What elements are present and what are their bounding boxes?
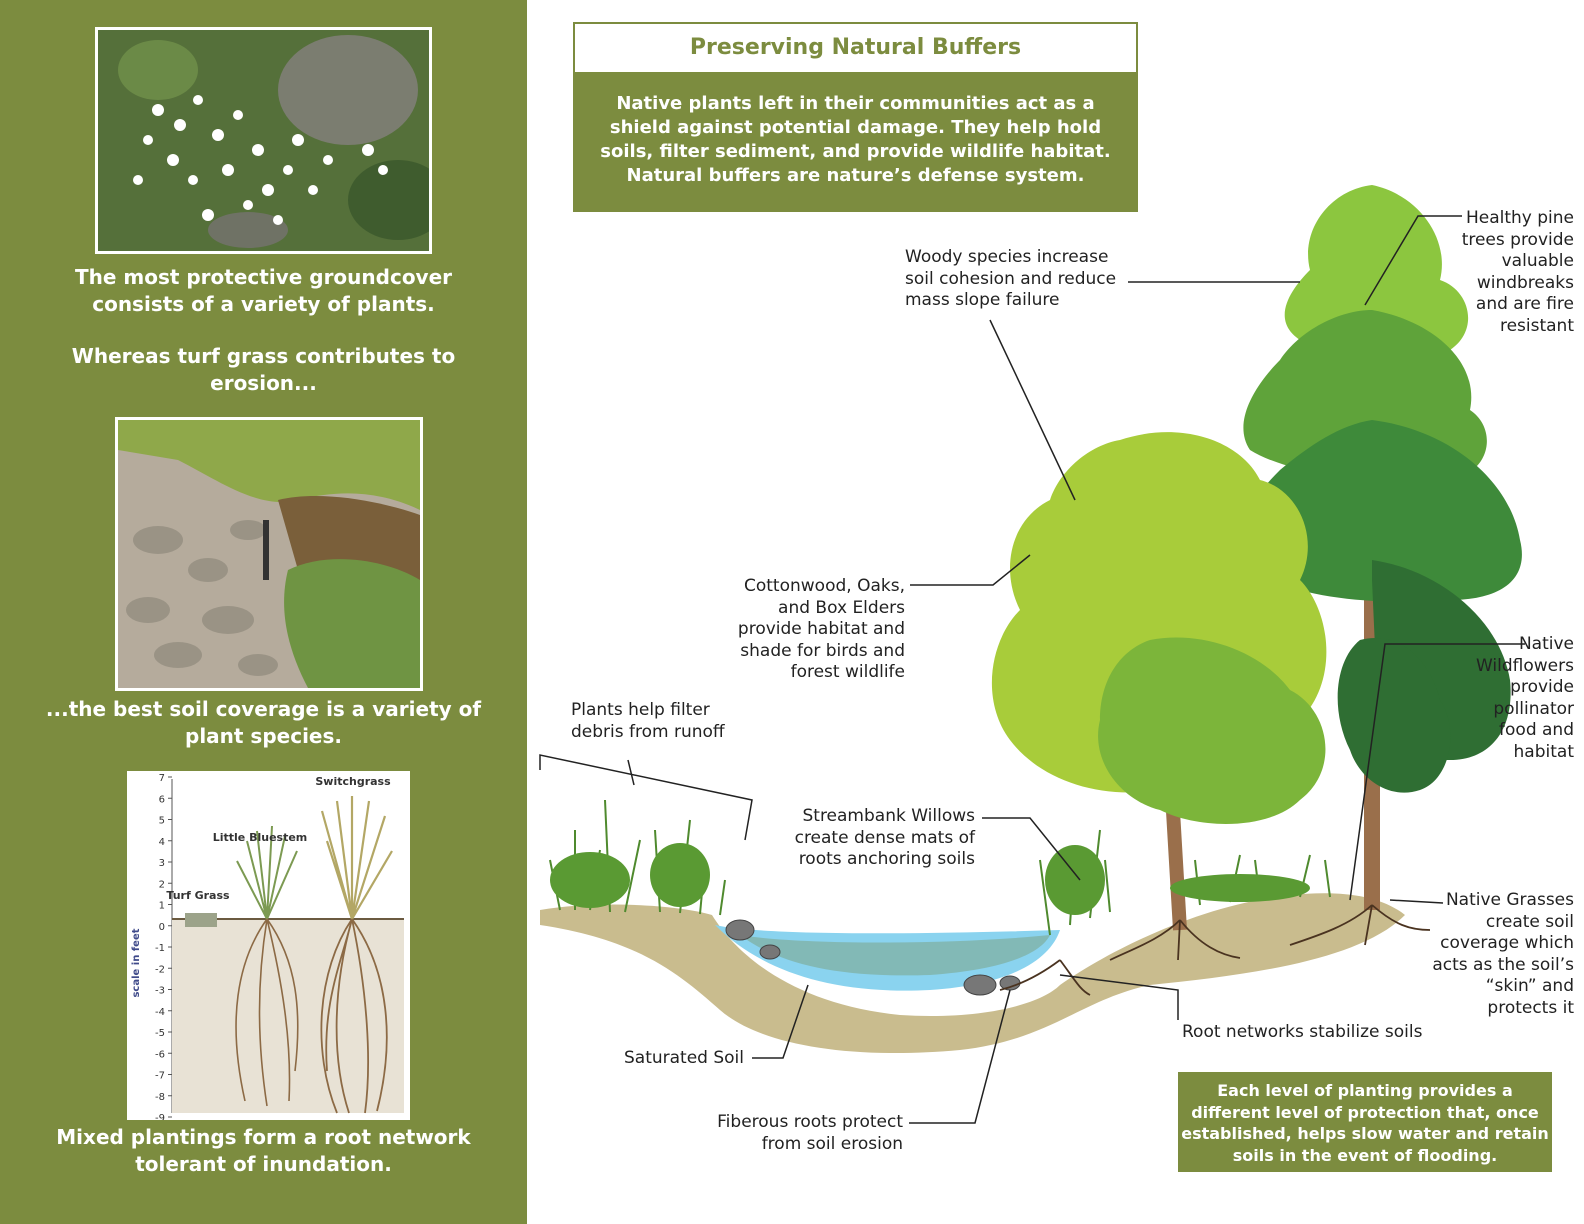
flowers-illustration	[98, 30, 429, 251]
turf-grass-label: Turf Grass	[166, 889, 230, 902]
label-streambank-willows: Streambank Willows create dense mats of …	[794, 806, 975, 869]
wildflower-shrub	[1337, 638, 1451, 793]
label-native-grasses: Native Grasses create soil coverage whic…	[1432, 890, 1574, 1018]
label-cottonwood: Cottonwood, Oaks, and Box Elders provide…	[737, 576, 905, 682]
page-title: Preserving Natural Buffers	[689, 35, 1022, 60]
switchgrass-label: Switchgrass	[315, 775, 391, 788]
leader-lines	[539, 215, 1525, 1124]
root-chart-tick-label: 3	[159, 858, 165, 869]
root-chart-tick-label: -5	[155, 1028, 165, 1039]
cottonwood-tree	[991, 432, 1327, 931]
root-chart-axis-label: scale in feet	[131, 928, 142, 997]
label-saturated-soil: Saturated Soil	[623, 1048, 744, 1068]
intro-text: Native plants left in their communities …	[575, 72, 1136, 210]
root-chart-tick-label: -9	[155, 1113, 165, 1120]
label-pine-trees: Healthy pine trees provide valuable wind…	[1461, 208, 1574, 336]
root-network	[999, 904, 1431, 996]
sidebar-panel: The most protective groundcover consists…	[0, 0, 527, 1224]
caption-soil-coverage: ...the best soil coverage is a variety o…	[45, 697, 482, 748]
root-depth-svg: 7 6 5 4 3 2 1 0 -1 -2 -3 -4 -5 -6 -7 -8 -9 scale in feet…	[131, 773, 404, 1120]
root-chart-tick-label: 1	[159, 901, 165, 912]
root-depth-chart: 7 6 5 4 3 2 1 0 -1 -2 -3 -4 -5 -6 -7 -8 -9 scale in feet…	[127, 771, 410, 1120]
root-chart-tick-label: 4	[159, 837, 165, 848]
root-chart-tick-label: 5	[159, 816, 165, 827]
root-chart-tick-label: 6	[159, 794, 165, 805]
caption-turf-grass: Whereas turf grass contributes to erosio…	[71, 344, 456, 395]
root-chart-ticks: 7 6 5 4 3 2 1 0 -1 -2 -3 -4 -5 -6 -7 -8 -9	[155, 773, 172, 1120]
river-rocks	[725, 919, 1021, 996]
root-chart-tick-label: -2	[155, 964, 165, 975]
root-chart-tick-label: 0	[159, 922, 165, 933]
label-fiberous-roots: Fiberous roots protect from soil erosion	[717, 1112, 903, 1154]
root-chart-tick-label: -3	[155, 986, 165, 997]
root-chart-tick-label: -7	[155, 1071, 165, 1082]
root-chart-tick-label: -4	[155, 1007, 165, 1018]
root-chart-tick-label: 2	[159, 879, 165, 890]
groundcover-flowers-photo	[95, 27, 432, 254]
caption-root-network: Mixed plantings form a root network tole…	[56, 1125, 471, 1176]
stream-water	[715, 925, 1060, 991]
planting-levels-note: Each level of planting provides a differ…	[1178, 1072, 1552, 1172]
erosion-photo	[115, 417, 423, 691]
root-chart-tick-label: 7	[159, 773, 165, 784]
root-chart-tick-label: -8	[155, 1092, 165, 1103]
stream-surface	[740, 935, 1050, 976]
little-bluestem-label: Little Bluestem	[213, 831, 308, 844]
erosion-illustration	[118, 420, 420, 688]
root-chart-tick-label: -1	[155, 943, 165, 954]
label-filter-debris: Plants help filter debris from runoff	[571, 700, 725, 742]
label-woody-species: Woody species increase soil cohesion and…	[905, 247, 1117, 310]
label-root-networks: Root networks stabilize soils	[1182, 1022, 1423, 1042]
label-wildflowers: Native Wildflowers provide pollinator fo…	[1476, 634, 1574, 762]
caption-groundcover: The most protective groundcover consists…	[74, 265, 453, 316]
root-chart-tick-label: -6	[155, 1049, 165, 1060]
title-box: Preserving Natural Buffers Native plants…	[573, 22, 1138, 212]
